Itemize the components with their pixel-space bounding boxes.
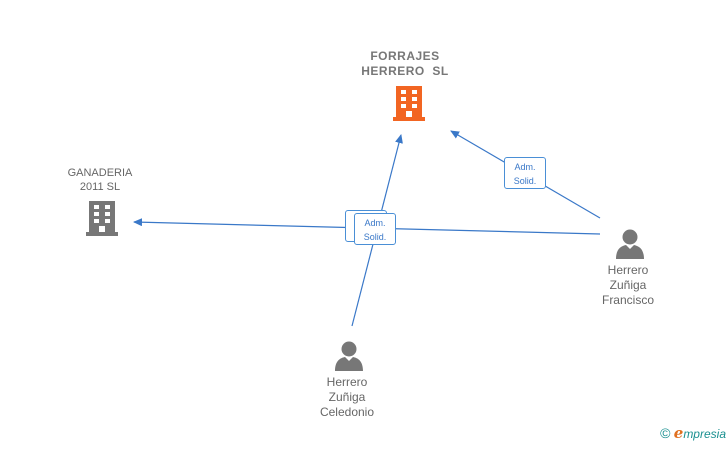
edge-label-line2: Solid. (363, 232, 387, 242)
person-name-line2: Zuñiga (328, 390, 366, 404)
person-icon[interactable] (334, 340, 364, 377)
edge-label-francisco-forrajes[interactable]: Adm. Solid. (504, 157, 546, 189)
building-icon[interactable] (86, 200, 118, 241)
footer-brand: © empresia (660, 424, 726, 442)
company-name-line1: FORRAJES (370, 49, 440, 63)
company-label-ganaderia: GANADERIA 2011 SL (45, 166, 155, 194)
edge-label-line1: Adm. (364, 218, 386, 228)
company-name-line2: HERRERO SL (361, 64, 449, 78)
company-name-line1: GANADERIA (67, 167, 133, 179)
edge-label-line2: Solid. (513, 176, 537, 186)
person-name-line1: Herrero (326, 375, 368, 389)
edge-label-line1: Adm. (514, 162, 536, 172)
person-icon[interactable] (615, 228, 645, 265)
company-label-forrajes: FORRAJES HERRERO SL (340, 49, 470, 79)
person-name-line2: Zuñiga (609, 278, 647, 292)
person-name-line3: Francisco (601, 293, 654, 307)
brand-logo-text: mpresia (683, 427, 726, 441)
brand-logo-e: e (673, 424, 684, 442)
copyright-symbol: © (660, 425, 671, 441)
person-label-celedonio: Herrero Zuñiga Celedonio (297, 375, 397, 420)
edge-label-celedonio-forrajes[interactable]: Adm. Solid. (354, 213, 396, 245)
company-name-line2: 2011 SL (79, 181, 121, 193)
building-icon[interactable] (393, 85, 425, 126)
person-name-line3: Celedonio (319, 405, 375, 419)
person-label-francisco: Herrero Zuñiga Francisco (578, 263, 678, 308)
person-name-line1: Herrero (607, 263, 649, 277)
